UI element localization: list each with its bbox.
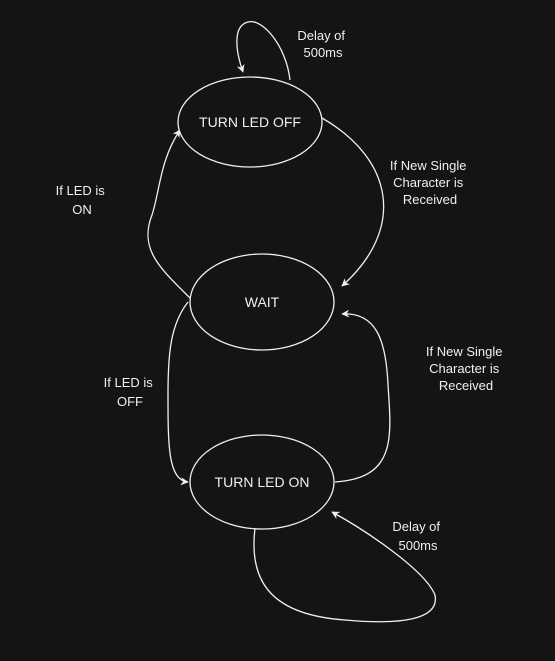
- label-on-self-loop: Delay of 500ms: [392, 519, 443, 553]
- edge-wait-to-on: [167, 301, 189, 486]
- label-wait-to-off-line-2: ON: [72, 202, 92, 217]
- label-off-to-wait-line-2: Character is: [393, 175, 464, 190]
- state-turn-led-on-label: TURN LED ON: [215, 474, 310, 490]
- label-off-to-wait-line-3: Received: [403, 192, 457, 207]
- label-off-self-loop: Delay of 500ms: [297, 28, 348, 60]
- state-turn-led-off-label: TURN LED OFF: [199, 114, 301, 130]
- label-off-to-wait: If New Single Character is Received: [390, 158, 470, 207]
- state-turn-led-on: TURN LED ON: [189, 434, 335, 530]
- label-on-to-wait-line-2: Character is: [429, 361, 500, 376]
- label-off-self-loop-line-2: 500ms: [303, 45, 343, 60]
- state-turn-led-off-ellipse: [177, 76, 323, 168]
- state-turn-led-off: TURN LED OFF: [177, 76, 323, 168]
- label-wait-to-on-line-1: If LED is: [104, 375, 154, 390]
- label-on-to-wait: If New Single Character is Received: [426, 344, 506, 393]
- label-off-self-loop-line-1: Delay of: [297, 28, 345, 43]
- label-wait-to-off: If LED is ON: [56, 183, 109, 217]
- label-on-self-loop-line-1: Delay of: [392, 519, 440, 534]
- edge-wait-to-off: [147, 129, 191, 299]
- edge-on-self-loop: [253, 511, 436, 623]
- edge-off-to-wait: [321, 117, 385, 287]
- label-on-self-loop-line-2: 500ms: [398, 538, 438, 553]
- label-on-to-wait-line-3: Received: [439, 378, 493, 393]
- state-turn-led-on-ellipse: [189, 434, 335, 530]
- state-wait-ellipse: [189, 253, 335, 351]
- edge-off-self-loop: [236, 21, 291, 81]
- state-wait: WAIT: [189, 253, 335, 351]
- label-wait-to-on: If LED is OFF: [104, 375, 157, 409]
- label-wait-to-on-line-2: OFF: [117, 394, 143, 409]
- label-wait-to-off-line-1: If LED is: [56, 183, 106, 198]
- state-wait-label: WAIT: [245, 294, 280, 310]
- label-off-to-wait-line-1: If New Single: [390, 158, 467, 173]
- edge-on-to-wait: [334, 309, 391, 483]
- label-on-to-wait-line-1: If New Single: [426, 344, 503, 359]
